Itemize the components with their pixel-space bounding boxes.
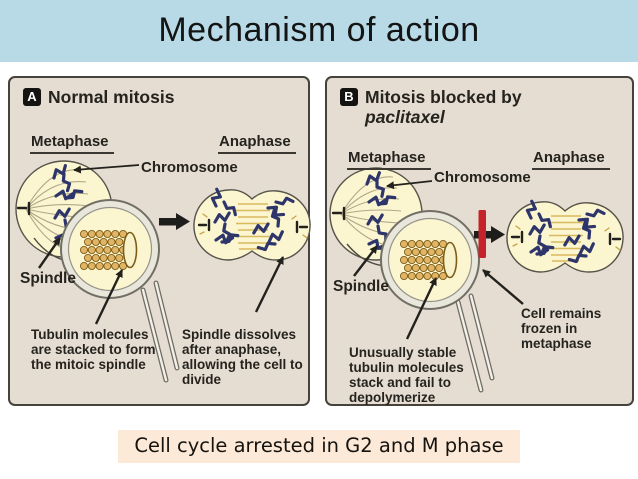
anaphase-cell xyxy=(193,187,311,261)
label-anaphase: Anaphase xyxy=(218,133,296,154)
panel-normal-mitosis: A Normal mitosis Metaphase Anaphase Chro… xyxy=(8,76,311,406)
label-chromosome: Chromosome xyxy=(434,169,531,186)
panel-a-title: Normal mitosis xyxy=(48,87,174,107)
chromosome-pointer-arrow xyxy=(386,180,433,190)
panel-b-header: B Mitosis blocked by paclitaxel xyxy=(340,87,522,127)
label-metaphase: Metaphase xyxy=(347,149,431,170)
tubulin-stack xyxy=(80,230,138,270)
annotation-tubulin: Unusually stable tubulin molecules stack… xyxy=(349,345,464,406)
tubulin-stack xyxy=(400,240,458,280)
arrow-right-icon xyxy=(159,213,190,230)
spindle-pole-icon xyxy=(295,220,309,234)
panel-b-title-text: Mitosis blocked by xyxy=(365,87,522,107)
annotation-tubulin: Tubulin molecules are stacked to form th… xyxy=(31,327,156,373)
page-title: Mechanism of action xyxy=(158,11,480,49)
spindle-pointer-arrow xyxy=(38,237,61,269)
spindle-pole-icon xyxy=(510,230,524,244)
spindle-pole-icon xyxy=(608,232,622,246)
label-metaphase: Metaphase xyxy=(30,133,114,154)
label-spindle: Spindle xyxy=(333,278,389,295)
panel-b-subtitle: paclitaxel xyxy=(365,107,445,128)
spindle-pole-icon xyxy=(197,218,211,232)
label-anaphase: Anaphase xyxy=(532,149,610,170)
chromosome-pointer-arrow xyxy=(73,164,140,174)
panel-b-badge: B xyxy=(340,88,358,106)
blocked-mitosis-illustration xyxy=(329,167,624,393)
panel-a-badge: A xyxy=(23,88,41,106)
spindle-pole-icon xyxy=(331,206,346,221)
label-chromosome: Chromosome xyxy=(141,159,238,176)
tubulin-pointer-arrow xyxy=(94,269,124,325)
magnifier-icon xyxy=(60,199,180,383)
outcome-pointer-arrow xyxy=(482,269,524,305)
title-bar: Mechanism of action xyxy=(0,0,638,62)
panel-b-title: Mitosis blocked by paclitaxel xyxy=(365,87,522,127)
panel-a-title-text: Normal mitosis xyxy=(48,87,175,107)
anaphase-cell xyxy=(506,199,624,273)
label-spindle: Spindle xyxy=(20,270,76,287)
arrow-right-icon xyxy=(474,226,505,243)
blocked-bar-icon xyxy=(478,210,486,258)
annotation-outcome: Spindle dissolves after anaphase, allowi… xyxy=(182,327,303,388)
spindle-pointer-arrow xyxy=(353,245,378,277)
caption-row: Cell cycle arrested in G2 and M phase xyxy=(0,430,638,463)
panel-a-header: A Normal mitosis xyxy=(23,87,174,107)
tubulin-pointer-arrow xyxy=(405,277,438,340)
normal-mitosis-illustration xyxy=(15,160,311,383)
spindle-pole-icon xyxy=(16,201,31,216)
panel-blocked-mitosis: B Mitosis blocked by paclitaxel Metaphas… xyxy=(325,76,634,406)
annotation-outcome: Cell remains frozen in metaphase xyxy=(521,306,602,352)
outcome-pointer-arrow xyxy=(254,256,285,313)
caption: Cell cycle arrested in G2 and M phase xyxy=(118,430,520,463)
